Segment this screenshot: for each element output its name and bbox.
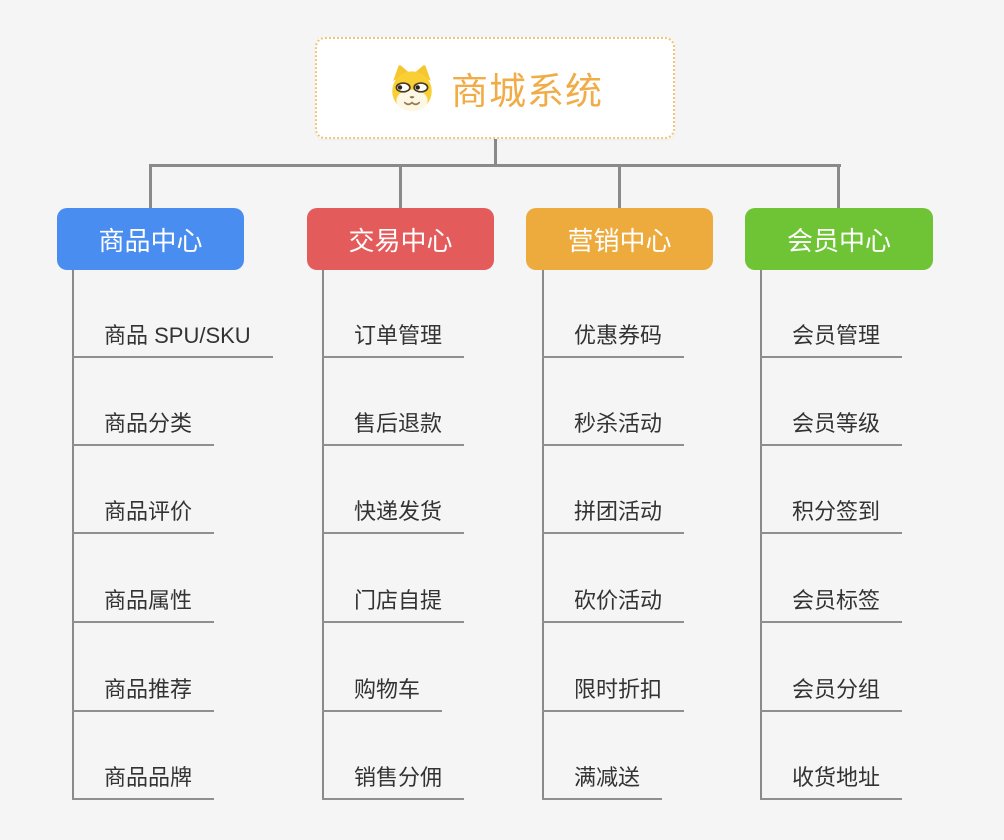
leaf-node[interactable]: 拼团活动 xyxy=(542,498,685,534)
leaf-node[interactable]: 会员分组 xyxy=(760,676,903,712)
branch-node-trade[interactable]: 交易中心 xyxy=(307,208,494,270)
connector-branch-line xyxy=(760,270,762,798)
leaf-node[interactable]: 商品推荐 xyxy=(72,676,215,712)
leaf-node[interactable]: 满减送 xyxy=(542,764,663,800)
leaf-node[interactable]: 购物车 xyxy=(322,676,443,712)
leaf-node[interactable]: 门店自提 xyxy=(322,587,465,623)
leaf-node[interactable]: 快递发货 xyxy=(322,498,465,534)
doge-face-icon xyxy=(392,65,432,112)
connector-branch-line xyxy=(322,270,324,798)
connector-drop-product xyxy=(149,166,152,209)
connector-drop-marketing xyxy=(618,166,621,209)
leaf-node[interactable]: 会员等级 xyxy=(760,410,903,446)
connector-branch-line xyxy=(72,270,74,798)
leaf-node[interactable]: 限时折扣 xyxy=(542,676,685,712)
branch-label: 营销中心 xyxy=(567,225,672,256)
leaf-node[interactable]: 商品分类 xyxy=(72,410,215,446)
connector-drop-member xyxy=(837,166,840,209)
leaf-node[interactable]: 商品评价 xyxy=(72,498,215,534)
leaf-node[interactable]: 订单管理 xyxy=(322,322,465,358)
leaf-node[interactable]: 会员标签 xyxy=(760,587,903,623)
connector-horizontal xyxy=(149,164,841,167)
connector-drop-trade xyxy=(399,166,402,209)
connector-branch-line xyxy=(542,270,544,798)
leaf-node[interactable]: 商品属性 xyxy=(72,587,215,623)
leaf-node[interactable]: 商品 SPU/SKU xyxy=(72,322,273,358)
branch-node-member[interactable]: 会员中心 xyxy=(745,208,933,270)
leaf-node[interactable]: 积分签到 xyxy=(760,498,903,534)
branch-node-product[interactable]: 商品中心 xyxy=(57,208,244,270)
branch-label: 商品中心 xyxy=(98,225,203,256)
root-title: 商城系统 xyxy=(451,71,603,112)
root-node[interactable]: 商城系统 xyxy=(315,37,675,139)
leaf-node[interactable]: 砍价活动 xyxy=(542,587,685,623)
branch-label: 会员中心 xyxy=(786,225,891,256)
connector-root-stem xyxy=(494,138,497,165)
branch-node-marketing[interactable]: 营销中心 xyxy=(526,208,713,270)
leaf-node[interactable]: 收货地址 xyxy=(760,764,903,800)
leaf-node[interactable]: 会员管理 xyxy=(760,322,903,358)
leaf-node[interactable]: 销售分佣 xyxy=(322,764,465,800)
leaf-node[interactable]: 商品品牌 xyxy=(72,764,215,800)
leaf-node[interactable]: 售后退款 xyxy=(322,410,465,446)
leaf-node[interactable]: 优惠券码 xyxy=(542,322,685,358)
leaf-node[interactable]: 秒杀活动 xyxy=(542,410,685,446)
branch-label: 交易中心 xyxy=(348,225,453,256)
